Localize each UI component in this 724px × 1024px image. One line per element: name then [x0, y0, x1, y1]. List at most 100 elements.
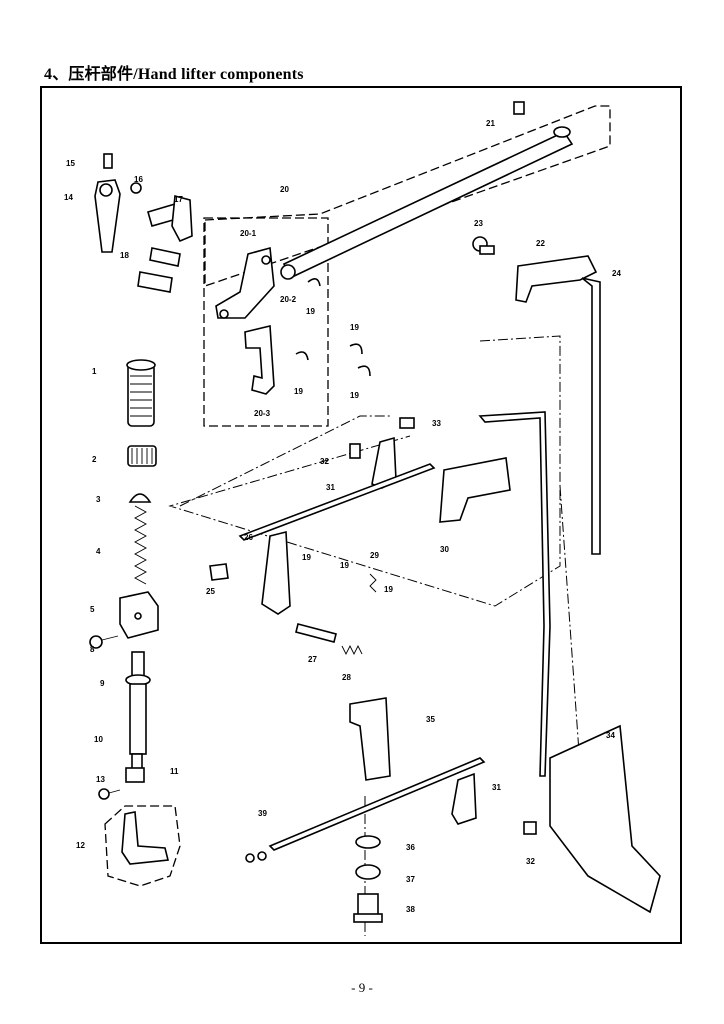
part-20-1-lever — [215, 246, 275, 319]
label-19d: 19 — [294, 387, 303, 396]
page-number: - 9 - — [351, 980, 373, 995]
label-1: 1 — [92, 367, 97, 376]
part-10-presser-bar — [125, 651, 151, 775]
part-30-bracket — [439, 457, 511, 523]
part-19-clip — [307, 278, 321, 287]
part-32-screw — [349, 443, 361, 459]
label-35: 35 — [426, 715, 435, 724]
part-14-lifter-cam — [94, 179, 121, 253]
label-14: 14 — [64, 193, 73, 202]
rod-lower — [268, 757, 486, 851]
part-24-rod — [581, 277, 601, 555]
part-23-screw — [472, 236, 495, 255]
label-19g: 19 — [384, 585, 393, 594]
part-21-screw — [513, 101, 571, 138]
exploded-parts-diagram: 1 2 3 4 5 8 9 10 11 12 13 14 15 16 17 18… — [64, 101, 661, 936]
label-30: 30 — [440, 545, 449, 554]
part-29-spring — [369, 573, 377, 593]
label-25: 25 — [206, 587, 215, 596]
part-19-clip — [357, 365, 371, 377]
label-2: 2 — [92, 455, 97, 464]
part-35-bracket — [349, 697, 391, 781]
part-39-nuts — [245, 851, 267, 863]
part-31-link-lower — [451, 772, 477, 825]
label-38: 38 — [406, 905, 415, 914]
label-37: 37 — [406, 875, 415, 884]
diagram-frame — [40, 86, 682, 944]
label-10: 10 — [94, 735, 103, 744]
part-25-screw — [209, 563, 229, 581]
part-8-screw — [89, 635, 119, 649]
part-22-bracket — [515, 255, 598, 303]
part-38-bolt — [353, 893, 383, 923]
label-19c: 19 — [350, 391, 359, 400]
label-20: 20 — [280, 185, 289, 194]
label-32b: 32 — [526, 857, 535, 866]
part-4-spring — [134, 505, 147, 585]
part-27-pin — [295, 623, 337, 643]
label-12: 12 — [76, 841, 85, 850]
label-34: 34 — [606, 731, 615, 740]
label-19f: 19 — [340, 561, 349, 570]
label-20-2: 20-2 — [280, 295, 297, 304]
part-19-clip — [295, 351, 309, 361]
part-16-washer — [130, 182, 142, 194]
label-32a: 32 — [320, 457, 329, 466]
part-20-3-hook — [244, 325, 275, 395]
part-2-nut — [127, 445, 157, 467]
label-9: 9 — [100, 679, 105, 688]
label-24: 24 — [612, 269, 621, 278]
label-31b: 31 — [492, 783, 501, 792]
part-34-cover — [549, 724, 661, 914]
part-36-washer — [355, 835, 381, 849]
label-18: 18 — [120, 251, 129, 260]
label-27: 27 — [308, 655, 317, 664]
label-16: 16 — [134, 175, 143, 184]
part-20-2-link — [280, 130, 574, 280]
label-28: 28 — [342, 673, 351, 682]
label-5: 5 — [90, 605, 95, 614]
part-32-screw-lower — [523, 821, 537, 835]
part-33-screw — [399, 417, 415, 429]
rod-upper — [238, 463, 436, 541]
part-26-lever — [261, 530, 291, 615]
part-19-clip — [349, 343, 363, 355]
label-19e: 19 — [302, 553, 311, 562]
label-39: 39 — [258, 809, 267, 818]
label-21: 21 — [486, 119, 495, 128]
label-36: 36 — [406, 843, 415, 852]
label-8: 8 — [90, 645, 95, 654]
part-3-cap — [128, 493, 152, 503]
part-labels: 1 2 3 4 5 8 9 10 11 12 13 14 15 16 17 18… — [64, 119, 621, 914]
part-13-screw — [98, 788, 121, 800]
label-15: 15 — [66, 159, 75, 168]
part-18-studs — [137, 247, 181, 293]
label-19b: 19 — [350, 323, 359, 332]
label-31a: 31 — [326, 483, 335, 492]
label-3: 3 — [96, 495, 101, 504]
label-13: 13 — [96, 775, 105, 784]
group-20-box — [203, 217, 329, 427]
part-1-bushing — [126, 359, 156, 427]
rod-loop — [478, 411, 551, 777]
label-11: 11 — [170, 767, 179, 776]
label-20-3: 20-3 — [254, 409, 271, 418]
label-29: 29 — [370, 551, 379, 560]
label-20-1: 20-1 — [240, 229, 257, 238]
part-15-screw — [103, 153, 113, 169]
label-22: 22 — [536, 239, 545, 248]
part-12-presser-foot — [121, 811, 169, 865]
page-title: 4、压杆部件/Hand lifter components — [44, 66, 304, 83]
part-17-shaft — [147, 194, 193, 243]
label-19a: 19 — [306, 307, 315, 316]
group-12-box — [104, 805, 181, 887]
label-33: 33 — [432, 419, 441, 428]
part-11-clamp — [125, 767, 145, 783]
part-5-block — [119, 591, 159, 639]
part-37-washer — [355, 864, 381, 880]
label-23: 23 — [474, 219, 483, 228]
part-28-spring — [341, 644, 363, 656]
label-4: 4 — [96, 547, 101, 556]
label-26: 26 — [244, 533, 253, 542]
label-17: 17 — [174, 195, 183, 204]
